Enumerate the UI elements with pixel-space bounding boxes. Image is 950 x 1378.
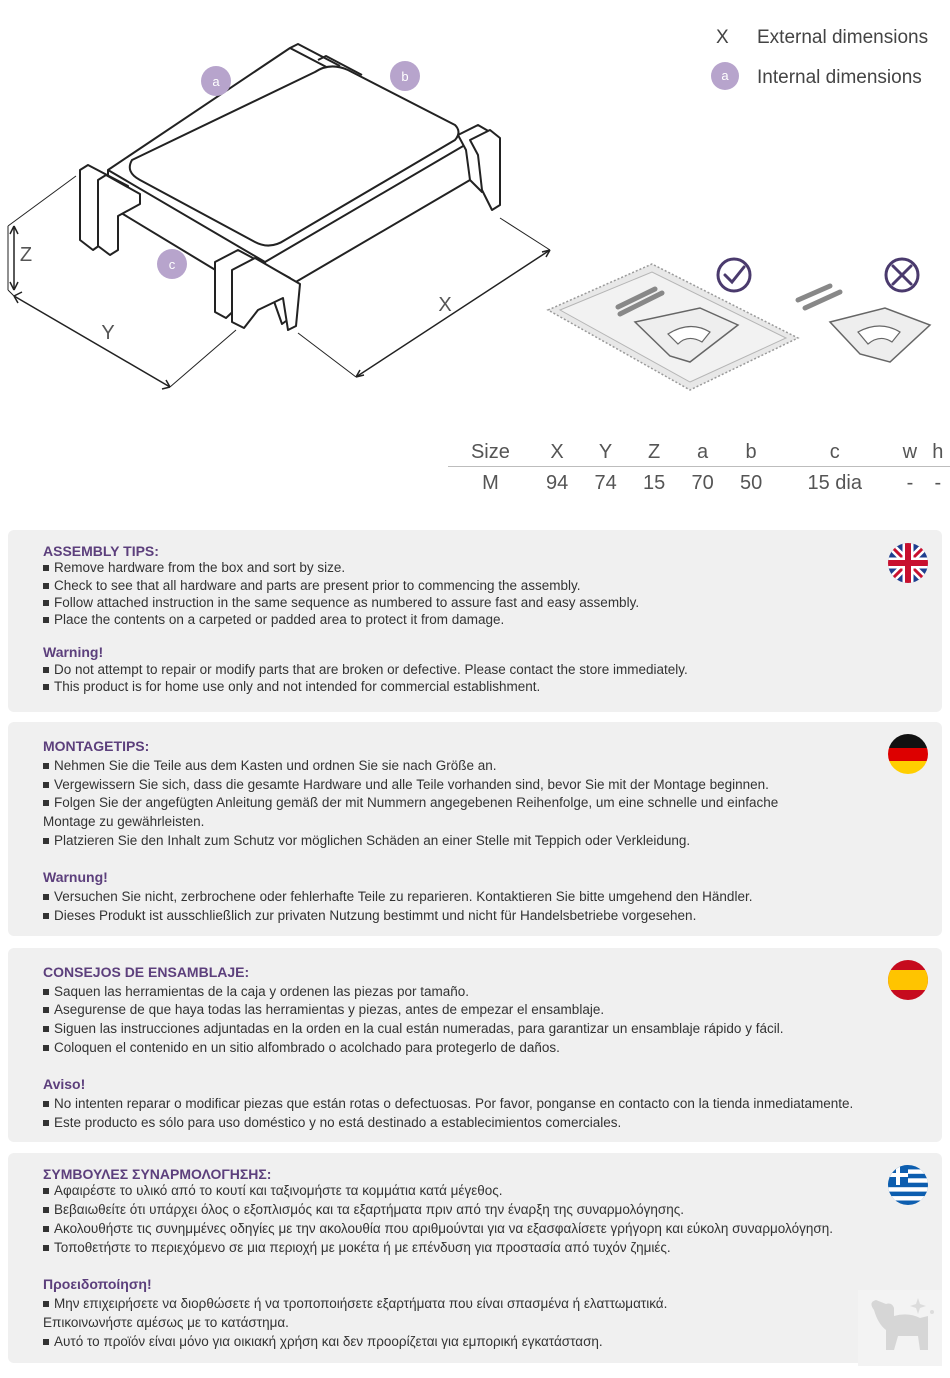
- warning-heading: Warning!: [43, 644, 104, 660]
- marker-c: [157, 249, 187, 279]
- warning-heading: Warnung!: [43, 869, 108, 885]
- tip-item: Nehmen Sie die Teile aus dem Kasten und …: [43, 757, 893, 776]
- legend-x-symbol: X: [716, 27, 729, 48]
- header-b: b: [726, 438, 776, 467]
- marker-a-label: a: [212, 74, 220, 89]
- header-c: c: [775, 438, 895, 467]
- header-a: a: [678, 438, 727, 467]
- tip-item: Τοποθετήστε το περιεχόμενο σε μια περιοχ…: [43, 1239, 893, 1258]
- tips-heading: MONTAGETIPS:: [43, 738, 150, 754]
- tip-item: Vergewissern Sie sich, dass die gesamte …: [43, 776, 893, 795]
- tips-heading: ΣΥΜΒΟΥΛΕΣ ΣΥΝΑΡΜΟΛΟΓΗΣΗΣ:: [43, 1166, 272, 1182]
- cell-h: -: [934, 471, 942, 494]
- header-size: Size: [448, 438, 533, 467]
- bed-dimension-diagram: a b c X Y Z: [7, 43, 551, 390]
- cell-c: 15 dia: [807, 471, 862, 494]
- warning-item: Versuchen Sie nicht, zerbrochene oder fe…: [43, 888, 893, 907]
- marker-c-label: c: [169, 257, 176, 272]
- dim-y-label: Y: [101, 322, 114, 344]
- tip-item: Check to see that all hardware and parts…: [43, 577, 893, 596]
- tip-item: Place the contents on a carpeted or padd…: [43, 611, 893, 630]
- tip-item: Ακολουθήστε τις συνημμένες οδηγίες με τη…: [43, 1220, 893, 1239]
- warning-item: Este producto es sólo para uso doméstico…: [43, 1114, 893, 1133]
- warning-item: Αυτό το προϊόν είναι μόνο για οικιακή χρ…: [43, 1333, 893, 1352]
- legend-internal-label: Internal dimensions: [757, 67, 922, 88]
- size-table-header-row: Size X Y Z a b c w h: [448, 438, 950, 467]
- dim-x-label: X: [438, 294, 451, 316]
- legend-external-label: External dimensions: [757, 27, 929, 48]
- warning-item: This product is for home use only and no…: [43, 678, 893, 697]
- tip-item: Coloquen el contenido en un sitio alfomb…: [43, 1039, 893, 1058]
- cell-size: M: [482, 471, 499, 494]
- legend-a-marker: a: [711, 62, 739, 90]
- warning-item: No intenten reparar o modificar piezas q…: [43, 1095, 893, 1114]
- dim-z-label: Z: [20, 244, 32, 266]
- tip-item: Αφαιρέστε το υλικό από το κουτί και ταξι…: [43, 1182, 893, 1201]
- tip-item: Βεβαιωθείτε ότι υπάρχει όλος ο εξοπλισμό…: [43, 1201, 893, 1220]
- tip-item: Siguen las instrucciones adjuntadas en l…: [43, 1020, 893, 1039]
- tips-box-spanish: CONSEJOS DE ENSAMBLAJE: Saquen las herra…: [8, 948, 942, 1142]
- tip-item: Platzieren Sie den Inhalt zum Schutz vor…: [43, 832, 893, 851]
- marker-a: [201, 66, 231, 96]
- tips-box-german: MONTAGETIPS: Nehmen Sie die Teile aus de…: [8, 722, 942, 936]
- carpet-placement-illustration: [546, 257, 932, 391]
- dog-logo-icon: [858, 1290, 942, 1366]
- header-x: X: [532, 438, 582, 467]
- cell-y: 74: [594, 471, 617, 494]
- uk-flag-icon: [888, 543, 928, 583]
- header-w: w: [894, 438, 926, 467]
- tip-item: Follow attached instruction in the same …: [43, 594, 893, 613]
- size-table-row: M 94 74 15 70 50 15 dia - -: [448, 467, 950, 500]
- tips-box-greek: ΣΥΜΒΟΥΛΕΣ ΣΥΝΑΡΜΟΛΟΓΗΣΗΣ: Αφαιρέστε το υ…: [8, 1153, 942, 1363]
- header-y: Y: [581, 438, 630, 467]
- greek-flag-icon: [888, 1165, 928, 1205]
- tip-item: Folgen Sie der angefügten Anleitung gemä…: [43, 794, 893, 813]
- tips-box-english: ASSEMBLY TIPS: Remove hardware from the …: [8, 530, 942, 712]
- tips-heading: ASSEMBLY TIPS:: [43, 543, 159, 559]
- tip-item: Asegurense de que haya todas las herrami…: [43, 1001, 893, 1020]
- tip-item: Saquen las herramientas de la caja y ord…: [43, 983, 893, 1002]
- cell-b: 50: [739, 471, 763, 494]
- warning-item: Do not attempt to repair or modify parts…: [43, 661, 893, 680]
- header-z: Z: [629, 438, 679, 467]
- cell-a: 70: [691, 471, 714, 494]
- check-icon: [716, 257, 752, 293]
- warning-heading: Προειδοποίηση!: [43, 1276, 152, 1292]
- marker-b: [390, 61, 420, 91]
- cell-x: 94: [545, 471, 569, 494]
- spanish-flag-icon: [888, 960, 928, 1000]
- cell-w: -: [906, 471, 914, 494]
- warning-item: Επικοινωνήστε αμέσως με το κατάστημα.: [43, 1315, 289, 1330]
- german-flag-icon: [888, 734, 928, 774]
- tip-item: Remove hardware from the box and sort by…: [43, 559, 893, 578]
- tip-item: Montage zu gewährleisten.: [43, 814, 205, 829]
- warning-heading: Aviso!: [43, 1076, 86, 1092]
- size-table: Size X Y Z a b c w h M 94 74 15 70 50 15…: [448, 438, 950, 499]
- warning-item: Μην επιχειρήσετε να διορθώσετε ή να τροπ…: [43, 1295, 893, 1314]
- header-h: h: [925, 438, 950, 467]
- tips-heading: CONSEJOS DE ENSAMBLAJE:: [43, 964, 250, 980]
- marker-b-label: b: [401, 69, 408, 84]
- cell-z: 15: [642, 471, 666, 494]
- warning-item: Dieses Produkt ist ausschließlich zur pr…: [43, 907, 893, 926]
